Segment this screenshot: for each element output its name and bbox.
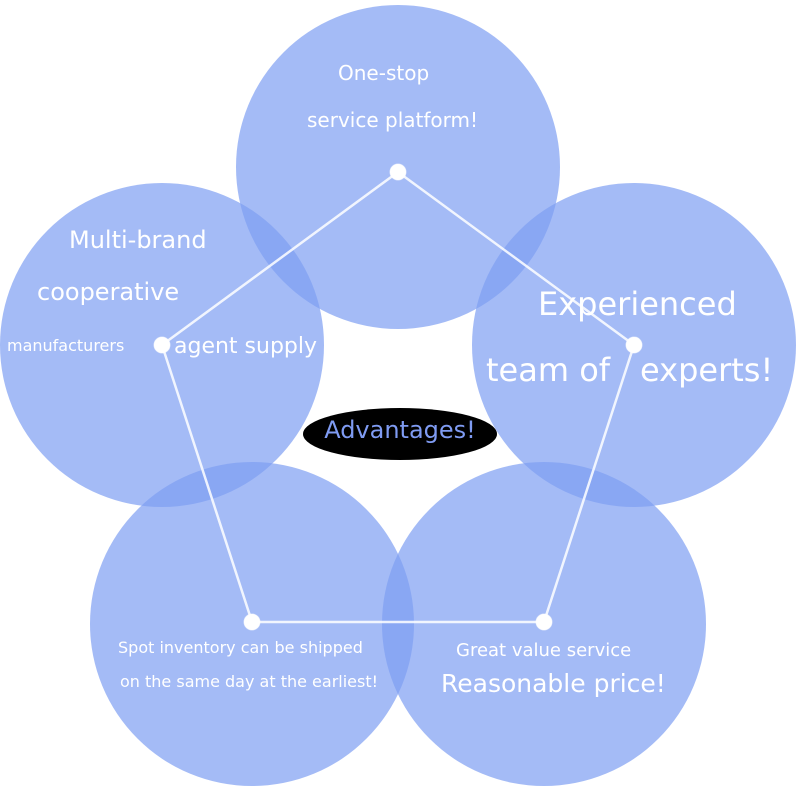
- left-label-line-1: Multi-brand: [69, 226, 207, 254]
- top-label-line-2: service platform!: [307, 108, 478, 132]
- bottom-left-label-line-2: on the same day at the earliest!: [120, 672, 379, 691]
- pentagon-outline: [160, 170, 636, 624]
- right-label-line-3: experts!: [640, 351, 774, 389]
- bottom-right-label-line-1: Great value service: [456, 640, 632, 661]
- left-label-line-3: manufacturers: [7, 336, 125, 355]
- right-label-line-2: team of: [486, 351, 611, 389]
- node-left: [153, 336, 171, 354]
- node-bottom-right: [535, 613, 553, 631]
- bottom-left-label-line-1: Spot inventory can be shipped: [118, 638, 363, 657]
- bottom-right-label-line-2: Reasonable price!: [441, 669, 666, 698]
- node-top: [389, 163, 407, 181]
- center-label: Advantages!: [324, 416, 476, 444]
- node-right: [625, 336, 643, 354]
- left-label-line-4: agent supply: [174, 334, 318, 359]
- top-label-line-1: One-stop: [338, 61, 430, 85]
- center-badge: [303, 408, 497, 460]
- left-label-line-2: cooperative: [37, 278, 180, 306]
- right-label-line-1: Experienced: [538, 285, 737, 323]
- node-bottom-left: [243, 613, 261, 631]
